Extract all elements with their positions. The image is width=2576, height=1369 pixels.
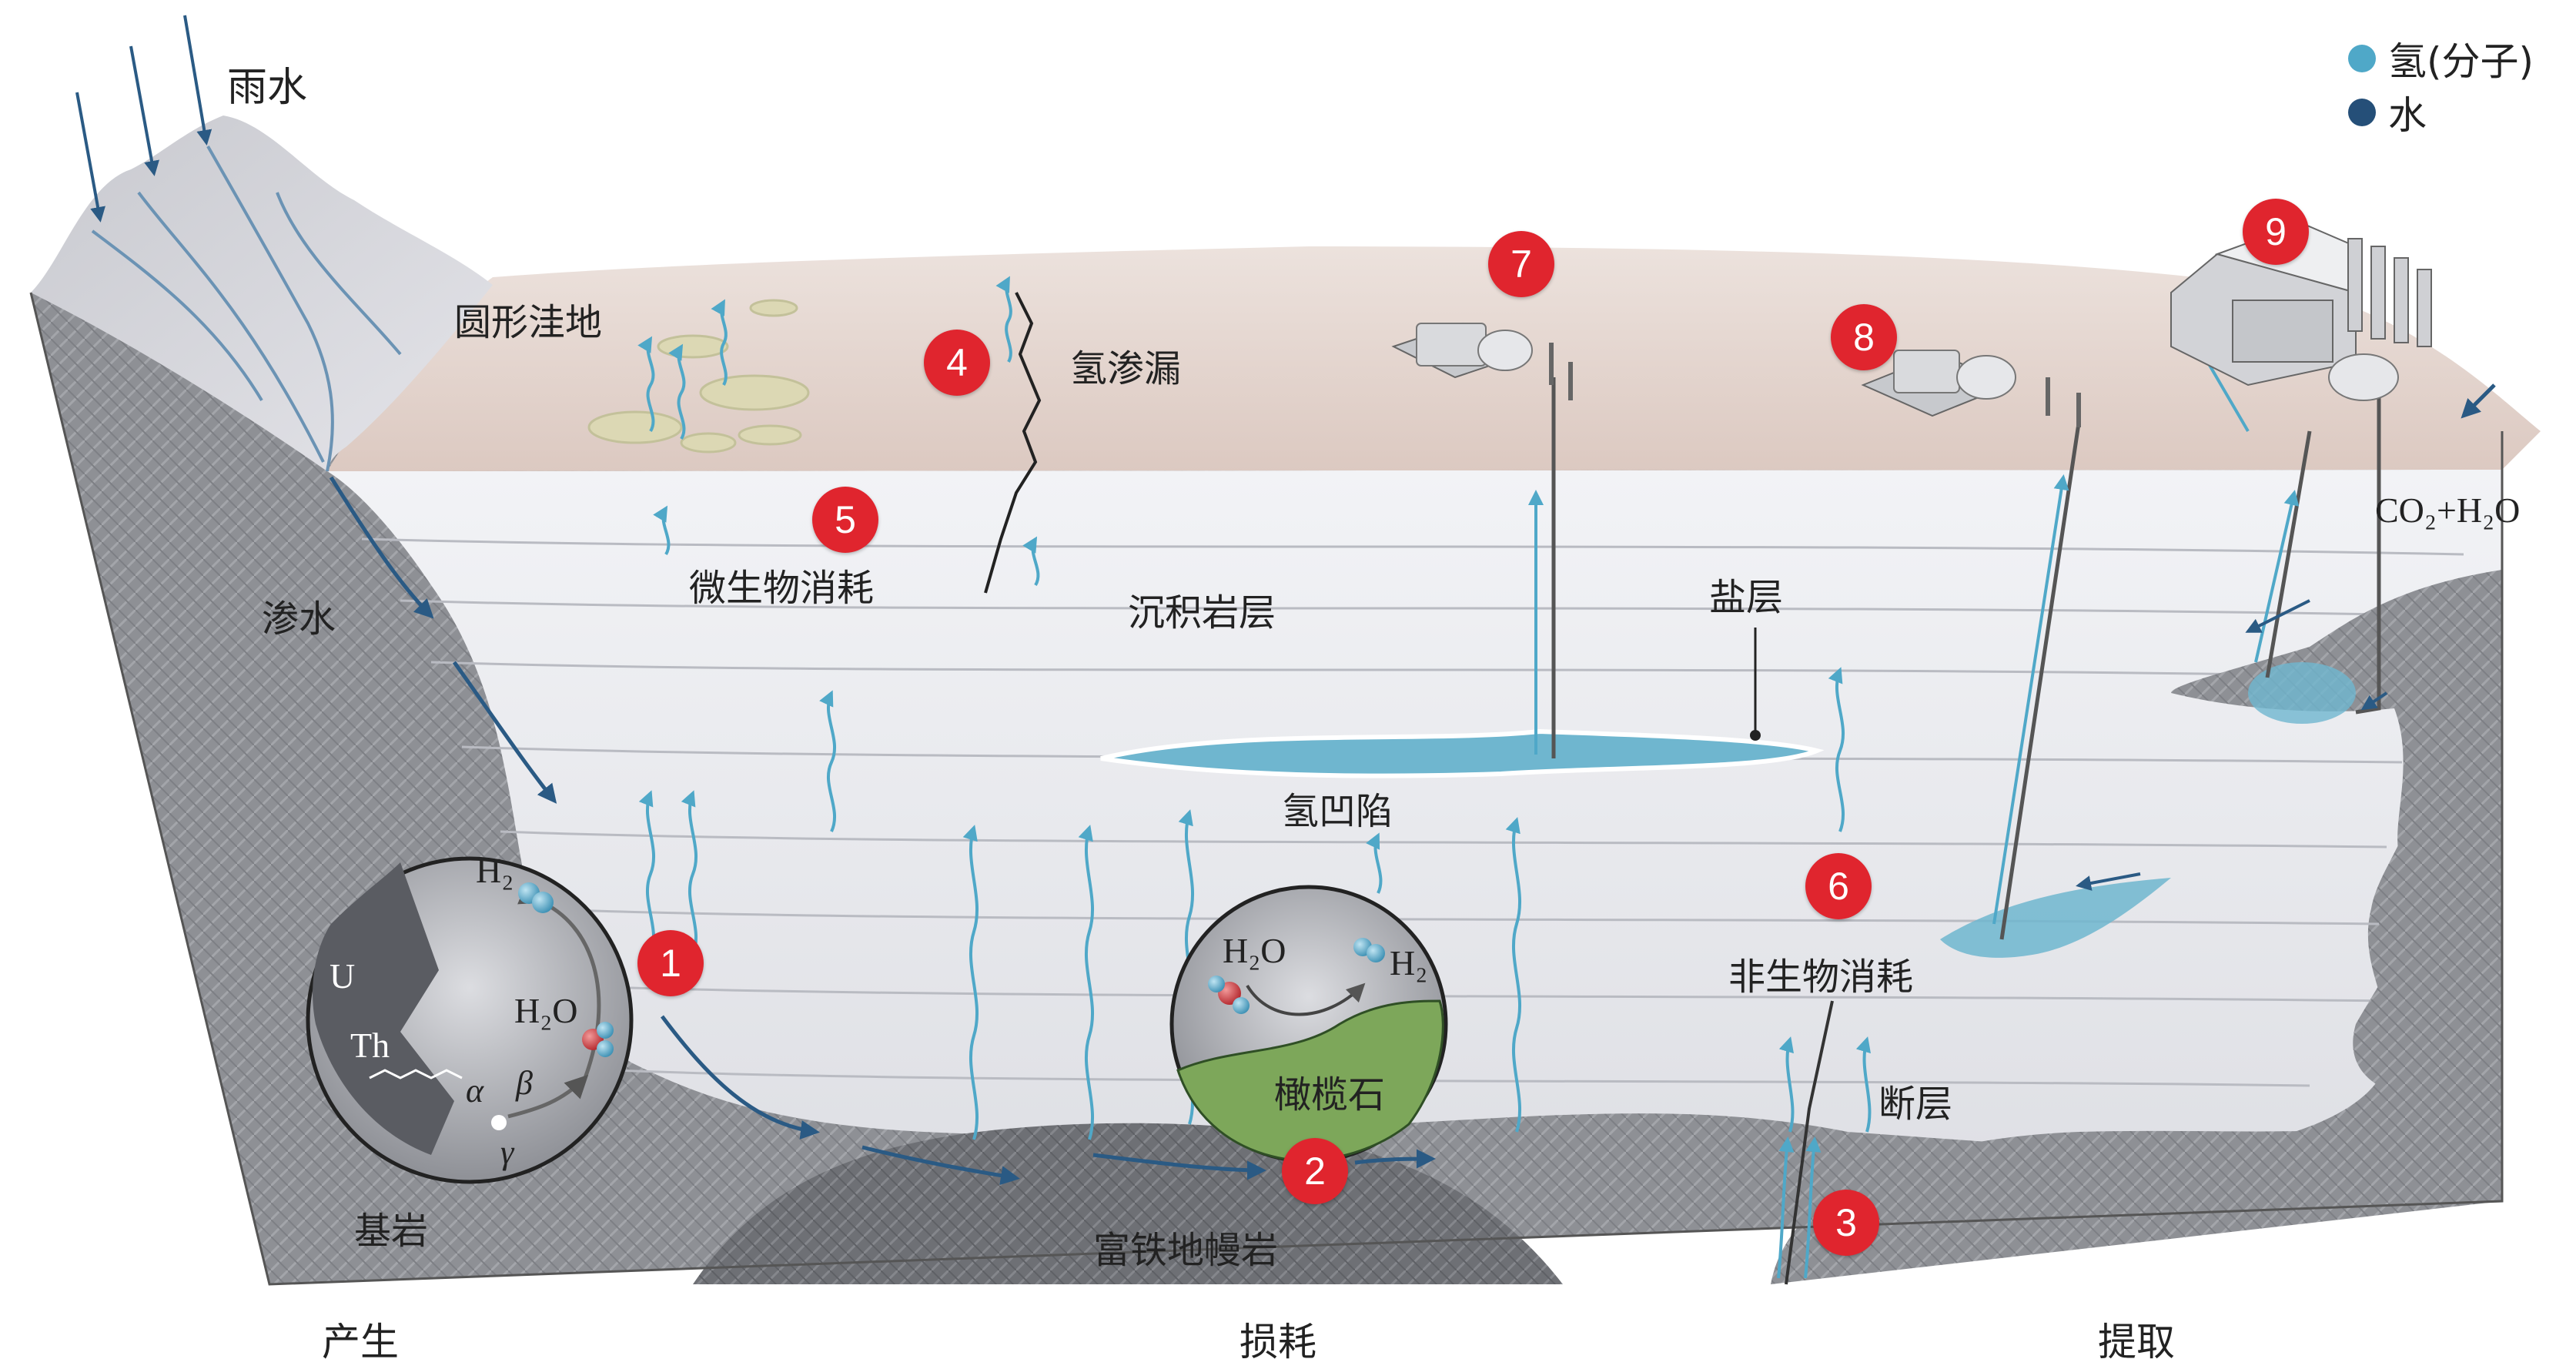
marker-4: 4 bbox=[924, 330, 990, 396]
brine-pocket-upper bbox=[2248, 662, 2356, 724]
section-production: 产生 bbox=[322, 1320, 399, 1364]
wells bbox=[1528, 326, 2496, 940]
section-extraction: 提取 bbox=[2098, 1320, 2175, 1364]
mountain-streams bbox=[91, 146, 402, 472]
marker-2: 2 bbox=[1282, 1138, 1348, 1204]
inset1-gamma: γ bbox=[500, 1133, 514, 1171]
legend-water-label: 水 bbox=[2388, 93, 2427, 138]
marker-8: 8 bbox=[1831, 304, 1897, 370]
rain-arrows bbox=[75, 15, 212, 223]
section-loss: 损耗 bbox=[1239, 1320, 1316, 1364]
radiolysis-inset bbox=[306, 856, 634, 1184]
label-microbial: 微生物消耗 bbox=[689, 567, 875, 610]
brine-pocket-lower bbox=[1940, 878, 2171, 958]
surface-crack bbox=[984, 292, 1042, 594]
surface-facility-7 bbox=[1391, 322, 1573, 400]
marker-6: 6 bbox=[1805, 853, 1872, 919]
seepage-path bbox=[329, 476, 1436, 1186]
label-fault: 断层 bbox=[1878, 1083, 1953, 1126]
legend-water: 水 bbox=[2348, 85, 2427, 140]
label-depression: 圆形洼地 bbox=[454, 301, 603, 344]
label-co2-h2o: CO₂+H₂O bbox=[2375, 490, 2521, 530]
label-abiotic: 非生物消耗 bbox=[1728, 956, 1914, 999]
surface-facility-8 bbox=[1861, 350, 2081, 427]
salt-layer-brine bbox=[1100, 728, 1825, 778]
marker-9: 9 bbox=[2243, 199, 2309, 265]
inset1-h2o: H₂O bbox=[514, 991, 578, 1030]
label-sedimentary: 沉积岩层 bbox=[1128, 591, 1276, 634]
block-diagram bbox=[29, 115, 2541, 1286]
label-salt-layer: 盐层 bbox=[1709, 576, 1784, 619]
label-seepage: 渗水 bbox=[262, 597, 336, 641]
inset2-olivine: 橄榄石 bbox=[1274, 1073, 1386, 1116]
water-dot-icon bbox=[2348, 99, 2376, 126]
inset1-beta: β bbox=[516, 1064, 533, 1102]
inset1-alpha: α bbox=[466, 1072, 484, 1110]
sedimentary-layers bbox=[327, 470, 2502, 1155]
label-mantle: 富铁地幔岩 bbox=[1093, 1229, 1279, 1272]
marker-5: 5 bbox=[812, 487, 878, 553]
label-hydrogen-leak: 氢渗漏 bbox=[1070, 347, 1182, 390]
inset1-u: U bbox=[330, 956, 356, 996]
label-rain: 雨水 bbox=[227, 65, 308, 111]
salt-layer-pointer bbox=[1750, 628, 1761, 741]
marker-3: 3 bbox=[1813, 1190, 1879, 1256]
fault-line bbox=[1785, 1000, 1834, 1285]
serpentinization-inset bbox=[1169, 885, 1448, 1163]
legend-hydrogen-label: 氢(分子) bbox=[2388, 39, 2534, 84]
block-outline bbox=[29, 292, 2504, 1286]
inset2-h2o: H₂O bbox=[1223, 931, 1286, 970]
marker-1: 1 bbox=[637, 930, 704, 996]
inset1-th: Th bbox=[350, 1026, 390, 1065]
right-bedrock bbox=[1771, 1093, 2502, 1284]
legend-hydrogen: 氢(分子) bbox=[2348, 31, 2534, 86]
marker-7: 7 bbox=[1488, 231, 1554, 297]
label-trap: 氢凹陷 bbox=[1282, 790, 1393, 833]
hydrogen-dot-icon bbox=[2348, 45, 2376, 72]
label-bedrock: 基岩 bbox=[354, 1210, 429, 1253]
inset1-h2: H₂ bbox=[476, 851, 514, 890]
inset2-h2: H₂ bbox=[1390, 943, 1428, 982]
circular-depressions bbox=[587, 299, 810, 454]
